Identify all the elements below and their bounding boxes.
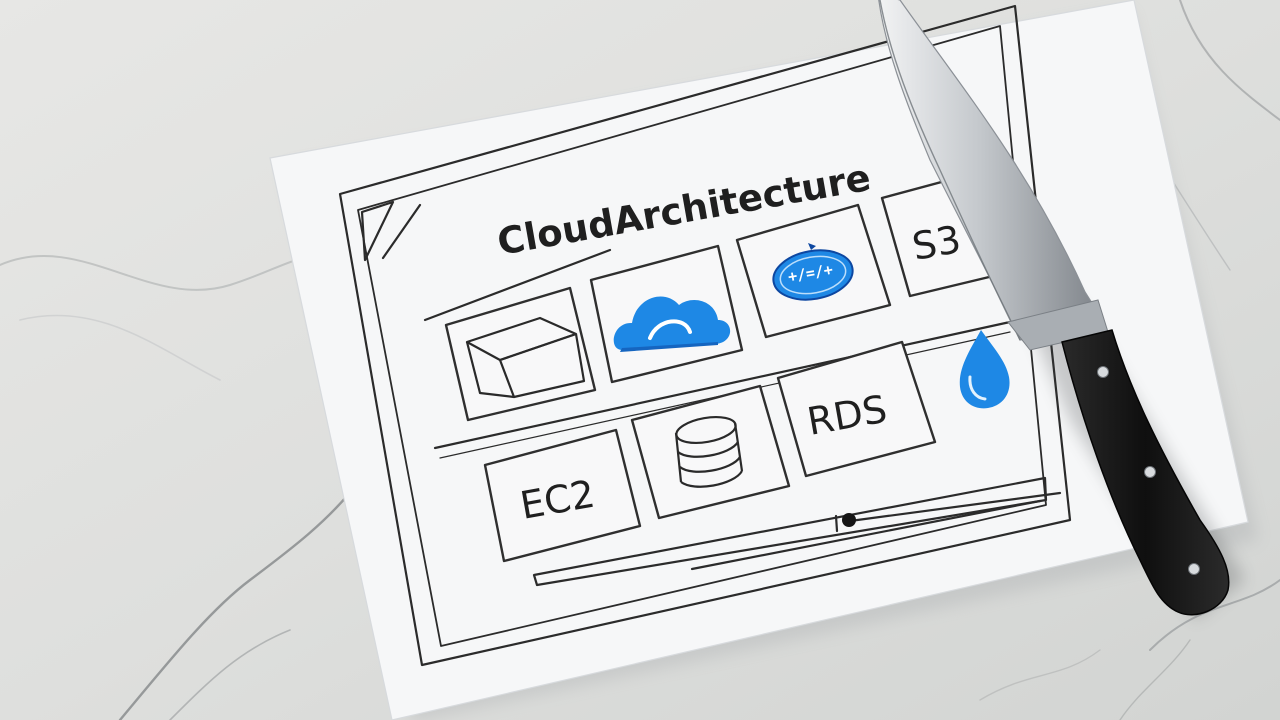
connector-dot: [842, 513, 856, 527]
card-db-frame: [630, 384, 791, 520]
water-drop-icon: [959, 330, 1010, 409]
cloud-icon: [613, 296, 731, 352]
database-stack-icon: [674, 415, 744, 488]
box-icon: [465, 316, 586, 399]
s3-label: S3: [909, 217, 964, 269]
knife-rivets: [1097, 366, 1200, 575]
knife-blade-edge: [879, 0, 1021, 341]
card-rds-frame: [776, 340, 937, 478]
card-ec2-frame: [483, 428, 642, 563]
oval-badge-icon: +/=/+: [772, 243, 854, 301]
